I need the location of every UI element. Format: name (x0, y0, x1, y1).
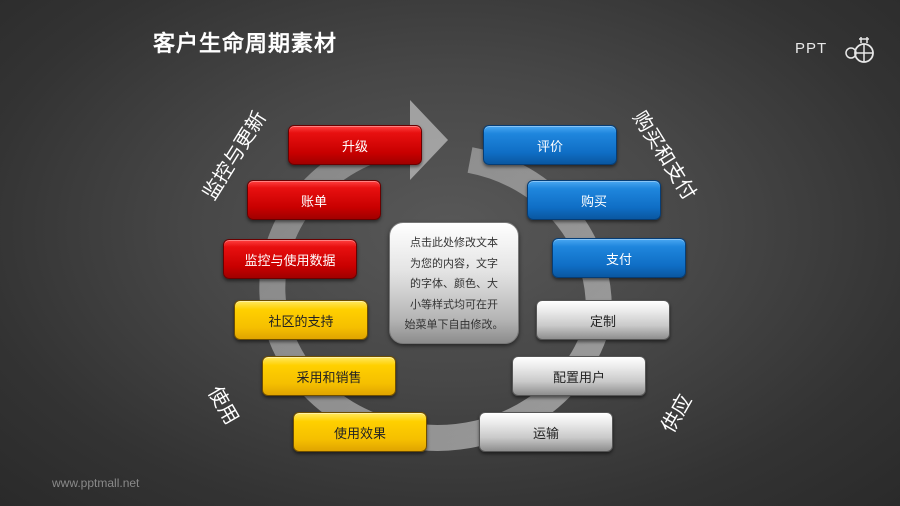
center-text-line: 点击此处修改文本 (410, 236, 498, 249)
step-billing[interactable]: 账单 (247, 180, 381, 220)
step-shipping[interactable]: 运输 (479, 412, 613, 452)
step-review[interactable]: 评价 (483, 125, 617, 165)
center-text-line: 的字体、颜色、大 (410, 277, 498, 290)
step-customize[interactable]: 定制 (536, 300, 670, 340)
step-label: 账单 (300, 194, 327, 210)
logo-text: PPT (795, 40, 828, 57)
step-label: 社区的支持 (268, 314, 334, 330)
step-label: 采用和销售 (296, 370, 362, 386)
ppt-mascot-icon (845, 37, 874, 63)
page-title: 客户生命周期素材 (153, 32, 338, 57)
step-purchase[interactable]: 购买 (527, 180, 661, 220)
step-payment[interactable]: 支付 (552, 238, 686, 278)
step-usage-effect[interactable]: 使用效果 (293, 412, 427, 452)
step-label: 升级 (341, 139, 368, 155)
step-community-support[interactable]: 社区的支持 (234, 300, 368, 340)
center-text-line: 小等样式均可在开 (410, 297, 498, 311)
step-label: 评价 (536, 139, 563, 155)
step-label: 支付 (605, 252, 632, 268)
step-adoption-sales[interactable]: 采用和销售 (262, 356, 396, 396)
step-label: 定制 (589, 314, 616, 330)
step-label: 使用效果 (333, 426, 386, 442)
footer-url: www.pptmall.net (52, 476, 140, 490)
step-label: 监控与使用数据 (244, 253, 336, 269)
step-label: 运输 (532, 426, 559, 442)
logo: PPT (795, 36, 875, 66)
step-monitor-usage-data[interactable]: 监控与使用数据 (223, 239, 357, 279)
step-upgrade[interactable]: 升级 (288, 125, 422, 165)
step-label: 购买 (580, 194, 607, 210)
step-label: 配置用户 (552, 370, 605, 386)
step-configure-users[interactable]: 配置用户 (512, 356, 646, 396)
center-text-line: 始菜单下自由修改。 (404, 318, 504, 331)
center-text-line: 为您的内容，文字 (410, 256, 498, 270)
center-text-box[interactable]: 点击此处修改文本 为您的内容，文字 的字体、颜色、大 小等样式均可在开 始菜单下… (389, 222, 519, 344)
